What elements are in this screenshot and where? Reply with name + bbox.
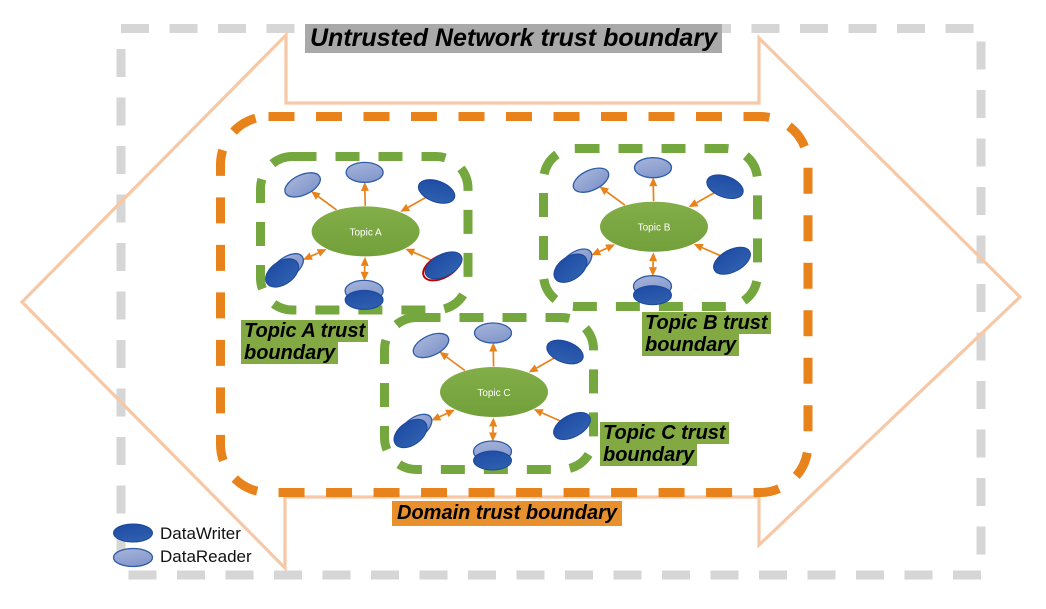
svg-text:Topic A: Topic A [349,227,382,238]
svg-text:Topic B: Topic B [638,223,671,234]
svg-text:Topic C: Topic C [477,388,510,399]
